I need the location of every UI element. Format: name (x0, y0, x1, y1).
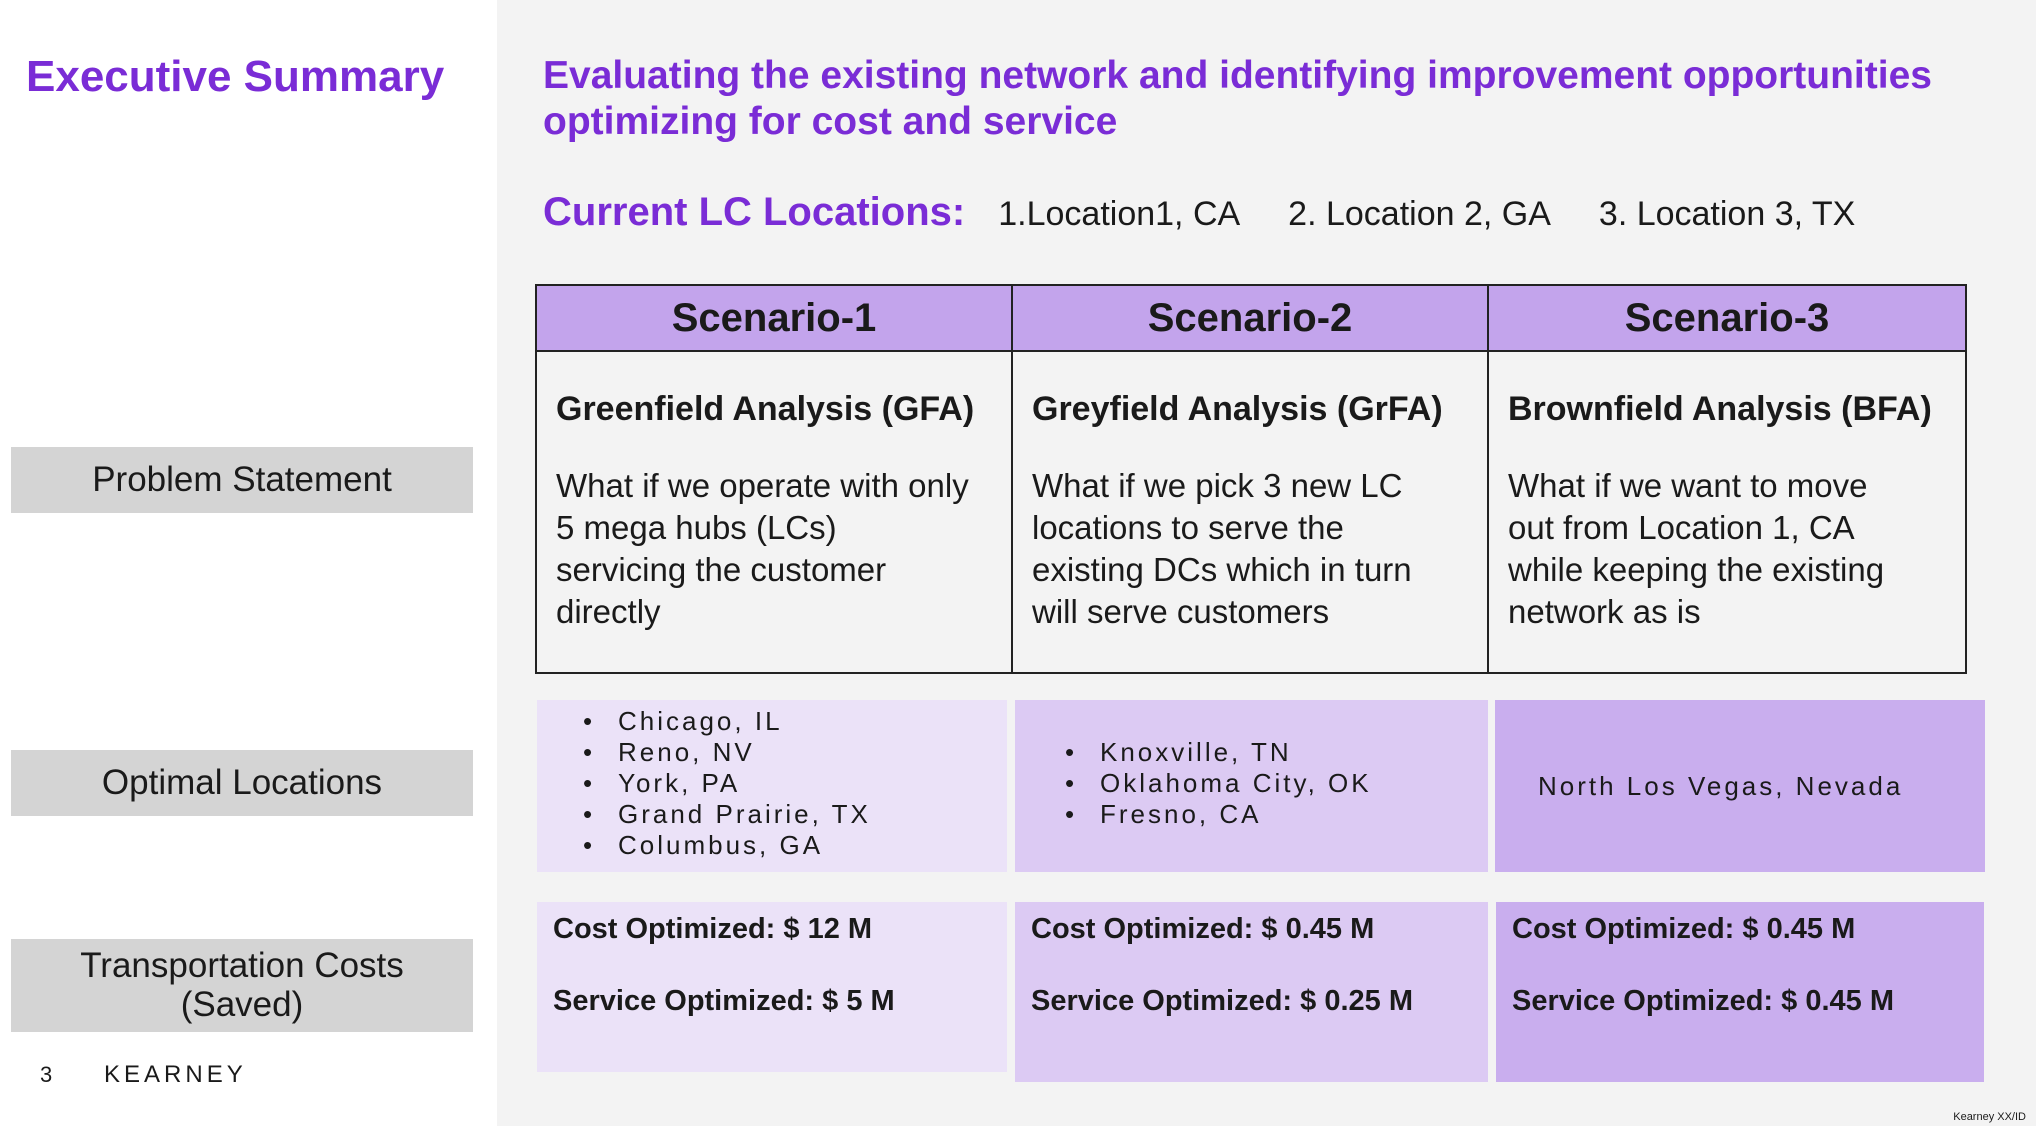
problem-line: directly (556, 593, 661, 630)
scenario-1-problem: Greenfield Analysis (GFA) What if we ope… (537, 352, 1013, 672)
current-locations: Current LC Locations: 1.Location1, CA 2.… (543, 190, 1903, 235)
scenario-3-costs: Cost Optimized: $ 0.45 M Service Optimiz… (1496, 902, 1984, 1082)
problem-line: What if we pick 3 new LC (1032, 467, 1403, 504)
row-label-transportation-costs-line1: Transportation Costs (80, 946, 404, 985)
page-title: Executive Summary (26, 52, 445, 101)
location-item: Knoxville, TN (1065, 737, 1488, 768)
location-list: Knoxville, TN Oklahoma City, OK Fresno, … (1065, 737, 1488, 830)
page-number: 3 (40, 1062, 53, 1087)
left-panel (0, 0, 497, 1126)
service-optimized-value: Service Optimized: $ 5 M (553, 985, 895, 1017)
footer-note: Kearney XX/ID (1953, 1111, 2026, 1123)
cost-optimized-value: Cost Optimized: $ 0.45 M (1512, 913, 1856, 945)
scenario-3-problem: Brownfield Analysis (BFA) What if we wan… (1489, 352, 1965, 672)
scenario-1-analysis-title: Greenfield Analysis (GFA) (556, 390, 975, 428)
location-item: Reno, NV (583, 737, 1007, 768)
scenario-2-header: Scenario-2 (1013, 286, 1489, 352)
scenario-1-costs: Cost Optimized: $ 12 M Service Optimized… (537, 902, 1007, 1072)
location-item: Fresno, CA (1065, 799, 1488, 830)
location-list: Chicago, IL Reno, NV York, PA Grand Prai… (583, 706, 1007, 861)
headline-line-1: Evaluating the existing network and iden… (543, 54, 1932, 97)
row-label-transportation-costs-line2: (Saved) (180, 984, 304, 1024)
scenario-1-header: Scenario-1 (537, 286, 1013, 352)
problem-line: existing DCs which in turn (1032, 551, 1412, 588)
service-optimized-value: Service Optimized: $ 0.45 M (1512, 985, 1894, 1017)
headline-line-2: optimizing for cost and service (543, 100, 1118, 143)
problem-line: locations to serve the (1032, 509, 1344, 546)
scenario-2-analysis-title: Greyfield Analysis (GrFA) (1032, 390, 1443, 428)
headline: Evaluating the existing network and iden… (543, 53, 1993, 145)
scenario-2-problem-text: What if we pick 3 new LC locations to se… (1032, 465, 1469, 633)
current-location-item: 3. Location 3, TX (1598, 195, 1856, 233)
current-location-item: 1.Location1, CA (998, 195, 1241, 233)
scenario-2-problem: Greyfield Analysis (GrFA) What if we pic… (1013, 352, 1489, 672)
location-item: Columbus, GA (583, 830, 1007, 861)
problem-line: What if we want to move (1508, 467, 1868, 504)
scenario-1-problem-text: What if we operate with only 5 mega hubs… (556, 465, 993, 633)
problem-line: 5 mega hubs (LCs) (556, 509, 837, 546)
location-item: Oklahoma City, OK (1065, 768, 1488, 799)
brand-logo: KEARNEY (104, 1061, 247, 1088)
location-item: Chicago, IL (583, 706, 1007, 737)
scenario-2-locations: Knoxville, TN Oklahoma City, OK Fresno, … (1015, 700, 1488, 872)
location-item: Grand Prairie, TX (583, 799, 1007, 830)
problem-line: while keeping the existing (1508, 551, 1885, 588)
row-label-optimal-locations: Optimal Locations (11, 750, 473, 816)
location-item: North Los Vegas, Nevada (1538, 770, 1904, 801)
problem-line: will serve customers (1032, 593, 1330, 630)
service-optimized-value: Service Optimized: $ 0.25 M (1031, 985, 1413, 1017)
row-label-transportation-costs: Transportation Costs (Saved) (11, 939, 473, 1032)
scenario-3-header: Scenario-3 (1489, 286, 1965, 352)
scenario-3-locations: North Los Vegas, Nevada (1495, 700, 1985, 872)
problem-line: network as is (1508, 593, 1701, 630)
row-label-problem-statement: Problem Statement (11, 447, 473, 513)
problem-line: out from Location 1, CA (1508, 509, 1855, 546)
scenario-3-analysis-title: Brownfield Analysis (BFA) (1508, 390, 1932, 428)
current-locations-label: Current LC Locations: (543, 190, 966, 234)
scenario-1-locations: Chicago, IL Reno, NV York, PA Grand Prai… (537, 700, 1007, 872)
location-item: York, PA (583, 768, 1007, 799)
problem-line: servicing the customer (556, 551, 887, 588)
problem-line: What if we operate with only (556, 467, 969, 504)
scenario-table: Scenario-1 Scenario-2 Scenario-3 Greenfi… (535, 284, 1967, 674)
current-location-item: 2. Location 2, GA (1288, 195, 1551, 233)
cost-optimized-value: Cost Optimized: $ 0.45 M (1031, 913, 1375, 945)
cost-optimized-value: Cost Optimized: $ 12 M (553, 913, 873, 945)
scenario-2-costs: Cost Optimized: $ 0.45 M Service Optimiz… (1015, 902, 1488, 1082)
scenario-3-problem-text: What if we want to move out from Locatio… (1508, 465, 1947, 633)
